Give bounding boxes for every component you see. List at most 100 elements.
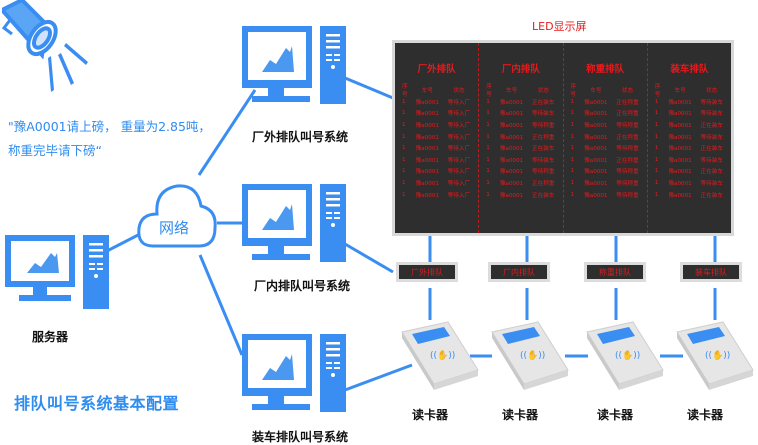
link-server-network <box>104 231 143 254</box>
led-cell: 豫a0001 <box>668 169 692 176</box>
led-cell: 正在称重 <box>616 111 639 118</box>
led-cell: 豫a0001 <box>499 180 524 187</box>
led-cell: 等待装车 <box>700 180 723 187</box>
led-cell: 正在称重 <box>532 134 555 141</box>
computer-icon <box>242 26 346 104</box>
led-cell: 正在称重 <box>616 157 639 164</box>
led-cell: 1 <box>402 121 406 128</box>
led-cell: 豫a0001 <box>584 111 608 118</box>
card-reader: ((✋)) <box>400 318 480 402</box>
led-header-cell: 车号 <box>505 88 518 94</box>
led-header-cell: 序号 <box>654 84 661 98</box>
led-cell: 正在装车 <box>700 192 723 199</box>
led-cell: 1 <box>486 110 490 117</box>
led-cell: 豫a0001 <box>668 122 692 129</box>
svg-text:((✋)): ((✋)) <box>615 349 640 361</box>
led-cell: 1 <box>570 98 575 105</box>
led-cell: 等待称重 <box>616 169 639 176</box>
sub-display-inside: 厂内排队 <box>488 262 550 282</box>
led-cell: 1 <box>654 98 659 105</box>
led-cell: 豫a0001 <box>668 111 692 118</box>
led-cell: 正在装车 <box>700 122 723 129</box>
led-cell: 等待装车 <box>700 111 723 118</box>
loading-system-label: 装车排队叫号系统 <box>252 430 349 444</box>
led-header-row: 序号车号状态 <box>398 84 475 98</box>
led-cell: 1 <box>570 156 575 163</box>
led-cell: 1 <box>654 156 659 163</box>
led-cell: 1 <box>402 133 406 140</box>
led-header-cell: 状态 <box>537 88 549 94</box>
led-cell: 豫a0001 <box>415 146 439 153</box>
led-cell: 1 <box>570 145 575 152</box>
led-cell: 等待称重 <box>532 122 555 129</box>
led-cell: 豫a0001 <box>584 157 608 164</box>
led-cell: 1 <box>570 191 575 198</box>
led-header-cell: 车号 <box>421 88 433 94</box>
led-cell: 豫a0001 <box>499 169 524 176</box>
led-cell: 等待入厂 <box>447 180 471 187</box>
led-header-row: 序号车号状态 <box>651 84 728 98</box>
led-cell: 1 <box>486 191 490 198</box>
card-reader-icon: ((✋)) <box>586 321 664 390</box>
led-header-cell: 状态 <box>706 88 718 94</box>
outside-system-label: 厂外排队叫号系统 <box>252 130 349 144</box>
led-cell: 等待装车 <box>532 157 555 164</box>
svg-text:((✋)): ((✋)) <box>705 349 730 361</box>
led-cell: 1 <box>654 179 659 186</box>
led-cell: 等待入厂 <box>447 192 471 199</box>
led-cell: 1 <box>570 179 575 186</box>
computer-icon <box>5 235 109 309</box>
led-cell: 正在装车 <box>532 146 555 153</box>
led-cell: 1 <box>486 168 490 175</box>
diagram-title: 排队叫号系统基本配置 <box>14 394 180 413</box>
led-cell: 豫a0001 <box>499 192 524 199</box>
led-cell: 豫a0001 <box>668 146 692 153</box>
led-cell: 等待装车 <box>700 157 723 164</box>
led-column-title: 厂内排队 <box>501 64 540 75</box>
led-cell: 豫a0001 <box>415 169 439 176</box>
server-computer <box>5 233 110 317</box>
led-header-row: 序号车号状态 <box>482 84 559 98</box>
led-cell: 正在称重 <box>616 134 639 141</box>
led-cell: 1 <box>570 168 575 175</box>
led-cell: 豫a0001 <box>668 192 692 199</box>
led-cell: 豫a0001 <box>584 180 608 187</box>
led-column-title: 厂外排队 <box>417 64 456 75</box>
led-header-cell: 序号 <box>402 84 408 98</box>
led-cell: 豫a0001 <box>499 134 524 141</box>
led-title: LED显示屏 <box>532 20 587 33</box>
led-cell: 豫a0001 <box>668 99 692 106</box>
led-cell: 豫a0001 <box>499 111 524 118</box>
inside-queue-system <box>242 182 347 266</box>
led-cell: 等待装车 <box>532 111 555 118</box>
sub-display-outside: 厂外排队 <box>396 262 458 282</box>
led-cell: 1 <box>402 156 406 163</box>
led-cell: 豫a0001 <box>415 122 439 129</box>
led-cell: 1 <box>402 191 406 198</box>
announcement-text: "豫A0001请上磅， 重量为2.85吨，称重完毕请下磅“ <box>8 119 211 158</box>
server-label: 服务器 <box>32 330 69 344</box>
inside-system-label: 厂内排队叫号系统 <box>254 279 351 293</box>
led-cell: 正在装车 <box>700 146 723 153</box>
led-column-title: 称重排队 <box>586 64 625 75</box>
led-cell: 等待入厂 <box>447 99 471 106</box>
link-inside-system-subled <box>344 242 394 274</box>
loading-queue-system <box>242 332 347 416</box>
led-cell: 1 <box>486 133 490 140</box>
network-cloud-icon <box>137 184 217 248</box>
